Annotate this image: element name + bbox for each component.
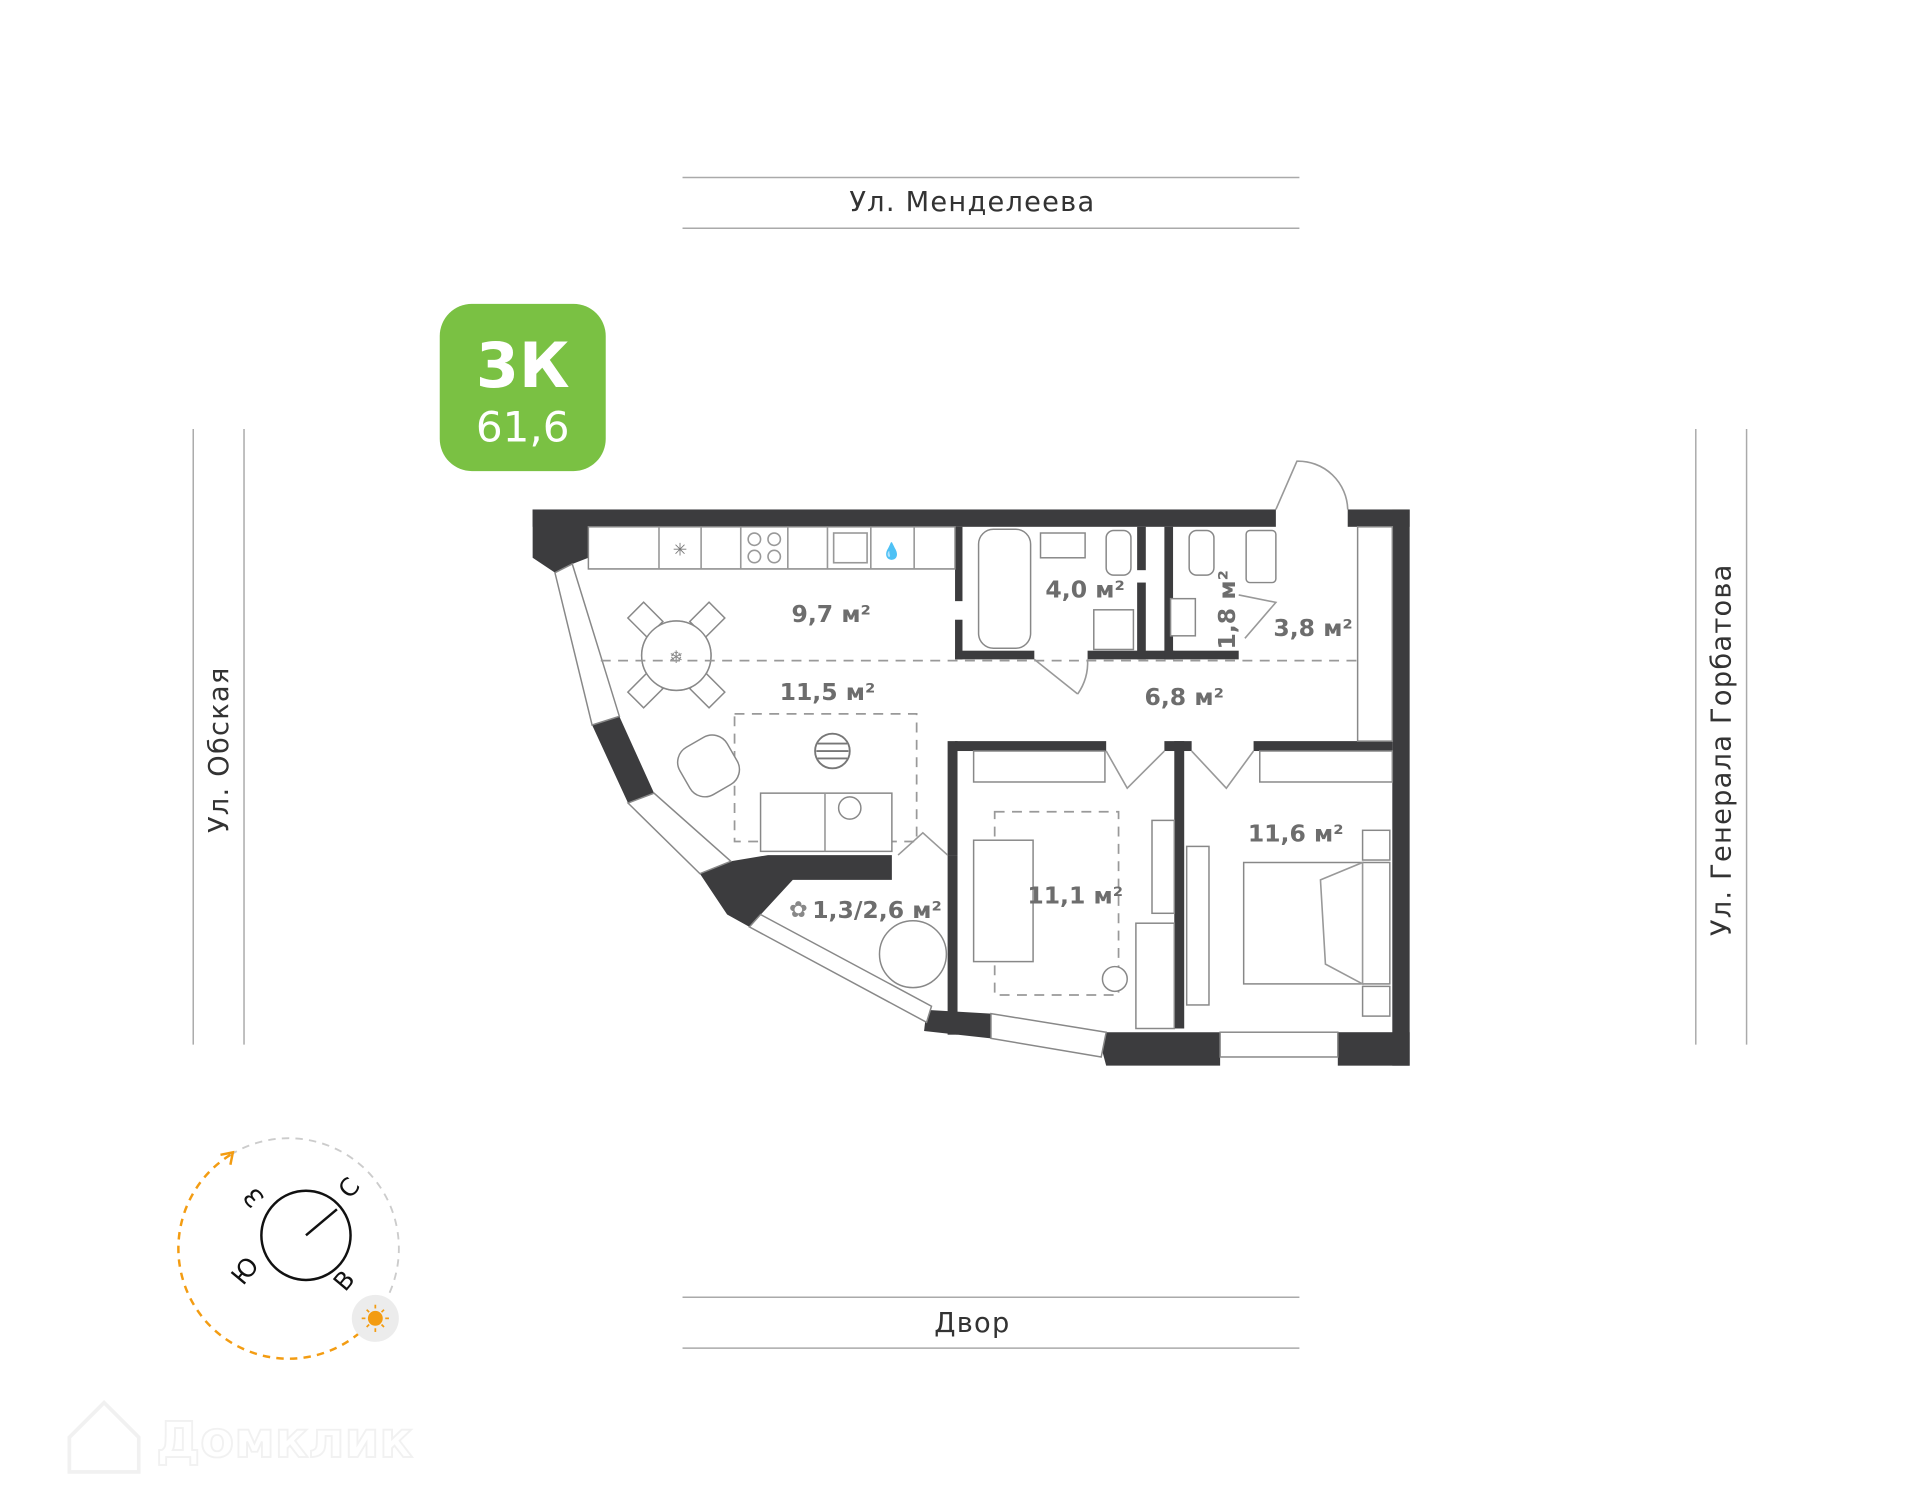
street-left: Ул. Обская [192, 428, 245, 1045]
room-area-kitchen: 9,7 м² [791, 600, 870, 628]
washing-machine [1093, 609, 1135, 651]
bath-sink [1039, 532, 1086, 559]
street-top-label: Ул. Менделеева [849, 187, 1095, 218]
sun-path [177, 1153, 374, 1360]
desk [1135, 922, 1176, 1030]
svg-text:❄: ❄ [669, 648, 684, 668]
logo-text: Домклик [156, 1411, 413, 1469]
bathtub [977, 528, 1032, 649]
room-area-toilet: 1,8 м² [1213, 570, 1241, 649]
wardrobe-2 [1259, 750, 1394, 783]
dining-table: ❄ [626, 601, 726, 709]
room-area-bathroom: 4,0 м² [1045, 575, 1124, 603]
nightstand [1361, 985, 1391, 1017]
sink-icon [832, 532, 868, 564]
bath-toilet [1105, 529, 1132, 576]
room-area-living: 11,5 м² [780, 678, 876, 706]
hall-wardrobe [1356, 526, 1394, 742]
compass-south: Ю [225, 1251, 264, 1290]
wardrobe-1 [972, 750, 1106, 783]
house-icon [67, 1399, 141, 1474]
room-area-bedroom-2: 11,6 м² [1248, 819, 1344, 847]
sofa [759, 792, 893, 853]
person-icon [837, 796, 862, 820]
domclick-logo-watermark: Домклик [67, 1399, 414, 1474]
compass-west: З [237, 1182, 269, 1213]
street-bottom-label: Двор [934, 1308, 1010, 1339]
street-left-label: Ул. Обская [204, 667, 235, 834]
street-bottom: Двор [682, 1296, 1300, 1349]
balcony-table [878, 919, 948, 989]
toilet [1188, 529, 1215, 576]
apartment-badge: 3К 61,6 [439, 303, 606, 472]
plant-icon: ✿ [789, 897, 808, 923]
shoe-rack [1245, 529, 1277, 584]
freezer-icon: ✳ [673, 540, 688, 560]
bed-single [972, 839, 1034, 963]
tv-stand [1185, 845, 1210, 1006]
plan: ✳ 💧 ❄ [532, 460, 1410, 1066]
badge-area: 61,6 [476, 402, 570, 451]
nightstand [1361, 829, 1391, 861]
toilet-sink [1169, 597, 1197, 637]
room-area-bedroom-1: 11,1 м² [1027, 881, 1123, 909]
armchair [676, 734, 741, 798]
street-right: Ул. Генерала Горбатова [1695, 428, 1748, 1045]
compass-east: В [327, 1265, 360, 1297]
room-area-corridor: 6,8 м² [1145, 683, 1224, 711]
water-drop-icon: 💧 [882, 542, 902, 561]
street-right-label: Ул. Генерала Горбатова [1706, 563, 1737, 936]
badge-rooms: 3К [476, 330, 570, 402]
room-area-hall-closet: 3,8 м² [1273, 614, 1352, 642]
shelf [1151, 819, 1176, 915]
north-needle [305, 1208, 338, 1237]
wall-top [532, 509, 1276, 527]
room-area-balcony: 1,3/2,6 м² [812, 896, 942, 924]
desk-chair [1101, 965, 1128, 993]
street-top: Ул. Менделеева [682, 176, 1300, 230]
double-bed [1242, 861, 1391, 985]
compass: С З Ю В [177, 1137, 400, 1360]
stove-icon [747, 532, 782, 564]
arrow-icon [220, 1150, 235, 1165]
wall-right [1392, 509, 1410, 1066]
compass-north: С [332, 1172, 365, 1204]
